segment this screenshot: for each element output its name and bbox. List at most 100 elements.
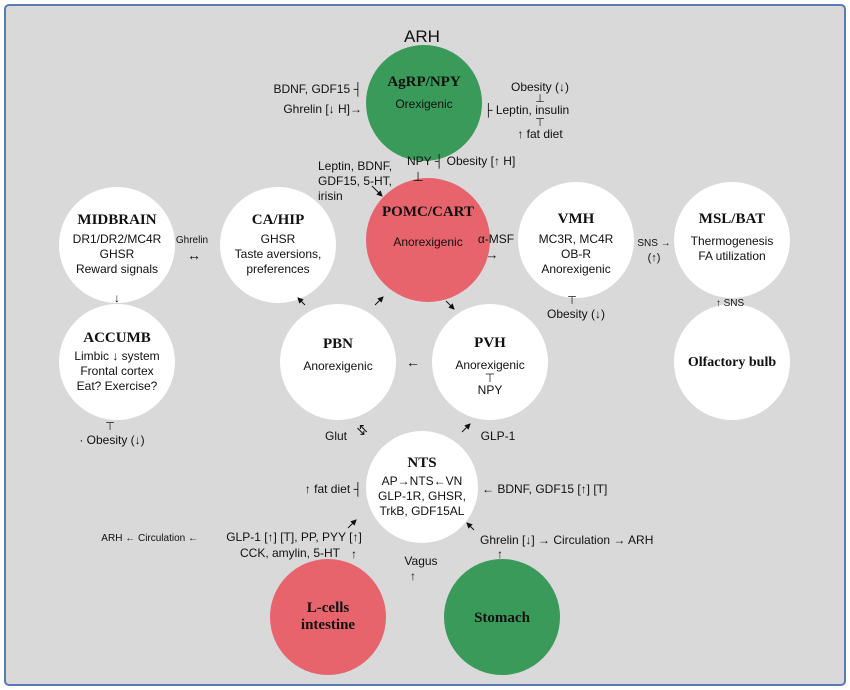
node-accumb-line-1: Limbic ↓ system [74,349,159,363]
node-ca-hip-circle [220,187,336,303]
label-alpha-msf: α-MSF [478,232,514,246]
node-pomc-cart-title: POMC/CART [382,204,474,220]
node-accumb-circle [59,304,175,420]
node-stomach: Stomach [444,559,560,675]
node-olfactory-bulb: Olfactory bulb [674,304,790,420]
node-accumb: ACCUMB Limbic ↓ system Frontal cortex Ea… [59,304,175,420]
node-midbrain-circle [59,187,175,303]
node-nts-line-1: AP→NTS←VN [382,474,463,488]
arrow-stomach-up: ↑ [497,547,503,561]
node-vmh-line-2: OB-R [561,247,591,261]
label-bdnf-gdf15-agrp: BDNF, GDF15 ┤ [273,82,362,97]
region-label-arh: ARH [404,27,440,46]
node-l-cells-intestine: L-cells intestine [270,559,386,675]
label-leptin-insulin: ├ Leptin, insulin [484,103,569,118]
node-pomc-cart-circle [366,178,490,302]
node-olfactory-bulb-title: Olfactory bulb [688,355,776,370]
node-pvh: PVH Anorexigenic ⊤ NPY [432,304,548,420]
tee-fat-diet-agrp: ⊤ [535,117,545,129]
node-l-cells-circle [270,559,386,675]
node-msl-bat-line-1: Thermogenesis [691,234,774,248]
label-obesity-vmh: Obesity (↓) [547,307,605,321]
node-vmh-line-1: MC3R, MC4R [539,232,614,246]
diagram-background [4,4,846,686]
tee-npy: ⊥ [412,169,423,184]
arrow-pbn-to-pomc [374,296,384,306]
node-nts-title: NTS [407,455,436,471]
node-pomc-cart: POMC/CART Anorexigenic [366,178,490,302]
node-pbn-circle [280,304,396,420]
node-ca-hip-line-2: Taste aversions, [235,247,322,261]
node-midbrain-line-3: Reward signals [76,262,158,276]
label-ghrelin-midbrain: Ghrelin [176,235,208,246]
node-midbrain-title: MIDBRAIN [77,212,156,228]
label-ghrelin-agrp: Ghrelin [↓ H]→ [283,102,362,116]
node-pvh-line-2: ⊤ [485,371,495,385]
arrow-pvh-to-pbn: ← [406,354,420,370]
arrow-alpha-msf: → [486,247,499,262]
node-msl-bat-circle [674,182,790,298]
label-fat-diet-agrp: ↑ fat diet [517,127,563,141]
node-pvh-circle [432,304,548,420]
arrow-inputs-to-pomc [371,185,383,197]
label-pomc-inputs-2: GDF15, 5-HT, [318,174,392,188]
node-msl-bat-title: MSL/BAT [699,211,765,227]
node-midbrain-line-1: DR1/DR2/MC4R [73,232,162,246]
node-vmh-circle [518,182,634,298]
node-accumb-line-3: Eat? Exercise? [77,379,158,393]
arrow-pomc-to-pvh [445,300,455,310]
tee-obesity-agrp: ⊥ [535,93,545,105]
node-l-cells-title-2: intestine [301,617,356,633]
node-agrp-npy-line: Orexigenic [395,97,452,111]
node-accumb-line-2: Frontal cortex [80,364,153,378]
label-obesity-agrp: Obesity (↓) [511,80,569,94]
node-pvh-line-3: NPY [478,383,503,397]
node-agrp-npy-title: AgRP/NPY [387,74,460,90]
label-cck-amylin: CCK, amylin, 5-HT [240,546,341,560]
label-pomc-inputs-3: irisin [318,189,343,203]
node-pvh-title: PVH [474,335,506,351]
tee-obesity-accumb: ⊤ [105,421,115,433]
node-vmh: VMH MC3R, MC4R OB-R Anorexigenic [518,182,634,298]
label-sns-bottom: ↑ SNS [716,298,745,309]
node-msl-bat-line-2: FA utilization [698,249,765,263]
label-sns-up: (↑) [648,252,661,264]
label-npy-obesity: NPY ┤ Obesity [↑ H] [407,154,515,169]
node-ca-hip: CA/HIP GHSR Taste aversions, preferences [220,187,336,303]
node-l-cells-title: L-cells [307,600,350,616]
arrow-midbrain-to-accumb: ↓ [114,291,120,305]
label-pomc-inputs-1: Leptin, BDNF, [318,159,392,173]
node-pomc-cart-line: Anorexigenic [393,235,462,249]
label-ghrelin-circulation: Ghrelin [↓] → Circulation → ARH [480,533,653,547]
node-midbrain: MIDBRAIN DR1/DR2/MC4R GHSR Reward signal… [59,187,175,303]
node-pvh-line-1: Anorexigenic [455,358,524,372]
label-glp1: GLP-1 [481,429,516,443]
node-pbn-line-1: Anorexigenic [303,359,372,373]
node-accumb-title: ACCUMB [83,330,151,346]
node-pbn: PBN Anorexigenic [280,304,396,420]
node-olfactory-bulb-circle [674,304,790,420]
node-vmh-line-3: Anorexigenic [541,262,610,276]
node-ca-hip-line-3: preferences [246,262,309,276]
label-obesity-accumb: · Obesity (↓) [79,433,144,447]
node-msl-bat: MSL/BAT Thermogenesis FA utilization [674,182,790,298]
label-glp1-pp-pyy: GLP-1 [↑] [T], PP, PYY [↑] [226,530,362,544]
arrow-pbn-to-cahip [297,297,306,306]
arrow-lcells-up: ↑ [351,547,357,561]
node-stomach-circle [444,559,560,675]
arrow-ghrelin-bidirectional: ↔ [187,247,201,263]
node-vmh-title: VMH [558,211,595,227]
arrow-stomach-to-nts [466,522,475,531]
node-pbn-title: PBN [323,336,353,352]
node-stomach-title: Stomach [474,610,530,626]
label-bdnf-gdf15-nts: ← BDNF, GDF15 [↑] [T] [482,482,607,496]
node-midbrain-line-2: GHSR [100,247,135,261]
node-agrp-npy: AgRP/NPY Orexigenic [366,45,482,161]
node-nts: NTS AP→NTS←VN GLP-1R, GHSR, TrkB, GDF15A… [366,431,478,543]
label-arh-circulation: ARH ← Circulation ← [101,533,198,544]
node-nts-circle [366,431,478,543]
arrow-nts-to-pvh [461,423,471,433]
node-agrp-npy-circle [366,45,482,161]
node-nts-line-2: GLP-1R, GHSR, [378,489,466,503]
